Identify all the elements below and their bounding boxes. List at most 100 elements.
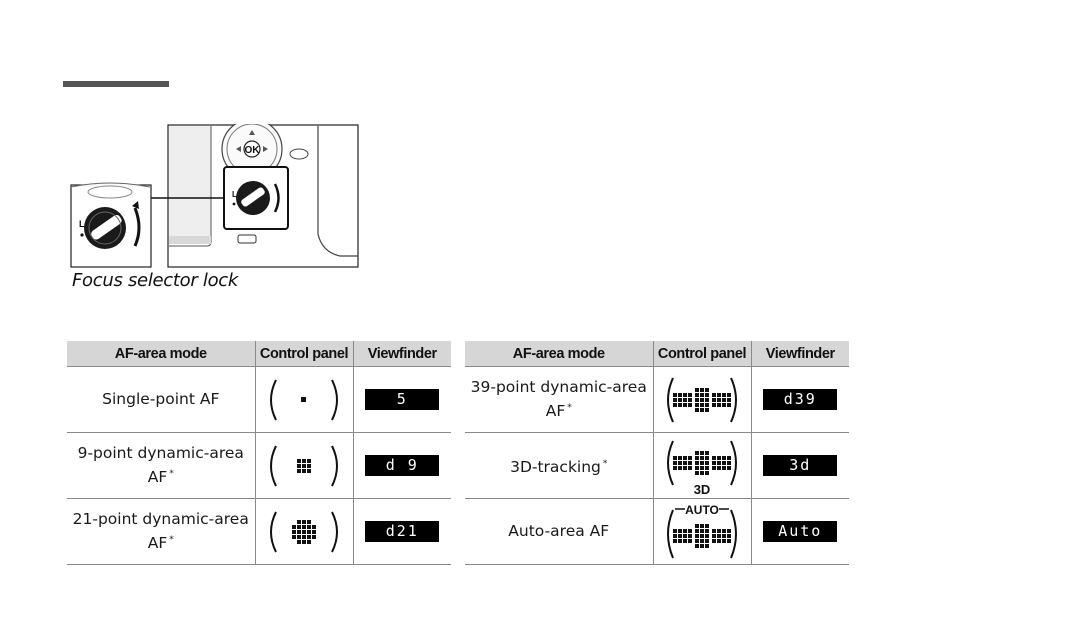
focus-point-dot	[307, 535, 311, 539]
focus-point-dot	[727, 539, 731, 543]
focus-point-dot	[307, 520, 311, 524]
focus-point-dot	[712, 461, 716, 465]
viewfinder-display: 5	[353, 367, 451, 433]
focus-point-dot	[678, 393, 682, 397]
focus-point-dot	[727, 393, 731, 397]
focus-point-dot	[717, 456, 721, 460]
focus-point-dot	[695, 456, 699, 460]
focus-point-dot	[705, 544, 709, 548]
viewfinder-readout: Auto	[763, 521, 837, 542]
focus-point-dot	[700, 451, 704, 455]
control-panel-display	[255, 367, 353, 433]
single-point-af-icon	[264, 376, 344, 424]
control-panel-display: 3D	[653, 433, 751, 499]
focus-point-dot	[700, 456, 704, 460]
viewfinder-readout: d21	[365, 521, 439, 542]
focus-point-dot	[297, 464, 301, 468]
table-row: Single-point AF 5	[67, 367, 451, 433]
focus-point-dot	[678, 461, 682, 465]
focus-point-dot	[727, 461, 731, 465]
mode-name: 39-point dynamic-area AF*	[465, 367, 653, 433]
focus-point-dot	[297, 469, 301, 473]
footnote-mark: *	[169, 535, 174, 545]
focus-point-dot	[688, 403, 692, 407]
focus-point-dot	[688, 529, 692, 533]
focus-point-dot	[695, 544, 699, 548]
focus-point-dot	[688, 534, 692, 538]
focus-point-dot	[673, 456, 677, 460]
focus-point-dot	[683, 393, 687, 397]
focus-point-dot	[695, 471, 699, 475]
focus-point-dot	[705, 529, 709, 533]
mode-name-line1: Auto-area AF	[508, 522, 609, 540]
mode-name-line1: 39-point dynamic-area	[471, 378, 647, 396]
focus-point-dot	[695, 539, 699, 543]
ok-button-label: OK	[245, 145, 261, 156]
focus-point-dot	[695, 529, 699, 533]
focus-point-dot	[673, 403, 677, 407]
focus-point-dot	[727, 456, 731, 460]
focus-point-dot	[722, 456, 726, 460]
control-panel-display: AUTO	[653, 499, 751, 565]
focus-point-dot	[712, 403, 716, 407]
focus-point-dot	[722, 534, 726, 538]
focus-point-dot	[705, 393, 709, 397]
focus-point-dot	[688, 466, 692, 470]
header-af-area-mode: AF-area mode	[465, 341, 653, 367]
focus-point-dot	[312, 535, 316, 539]
focus-point-dot	[307, 540, 311, 544]
focus-point-dot	[297, 459, 301, 463]
footnote-mark: *	[169, 469, 174, 479]
header-viewfinder: Viewfinder	[751, 341, 849, 367]
9-point-af-icon	[264, 442, 344, 490]
focus-point-dot	[695, 524, 699, 528]
focus-point-dot	[302, 459, 306, 463]
focus-point-dot	[700, 471, 704, 475]
focus-point-dot	[700, 388, 704, 392]
focus-point-dot	[695, 466, 699, 470]
header-control-panel: Control panel	[653, 341, 751, 367]
focus-point-dot	[312, 530, 316, 534]
control-panel-display	[653, 367, 751, 433]
control-panel-display	[255, 499, 353, 565]
focus-point-dot	[700, 544, 704, 548]
footnote-mark: *	[603, 459, 608, 469]
focus-point-dot	[678, 466, 682, 470]
focus-point-dot	[688, 461, 692, 465]
af-area-mode-table-right: AF-area mode Control panel Viewfinder 39…	[465, 341, 849, 565]
focus-point-dot	[695, 398, 699, 402]
viewfinder-readout: 5	[365, 389, 439, 410]
focus-point-dot	[683, 398, 687, 402]
focus-point-dot	[688, 393, 692, 397]
focus-point-dot	[712, 539, 716, 543]
table-row: 39-point dynamic-area AF* d39	[465, 367, 849, 433]
focus-point-dot	[712, 393, 716, 397]
focus-point-dot	[705, 403, 709, 407]
focus-point-dot	[302, 520, 306, 524]
focus-point-dot	[705, 388, 709, 392]
auto-area-af-icon: AUTO	[661, 502, 743, 562]
focus-point-dot	[705, 461, 709, 465]
viewfinder-readout: d 9	[365, 455, 439, 476]
viewfinder-display: Auto	[751, 499, 849, 565]
camera-back-illustration: OK L L	[70, 124, 362, 270]
focus-point-dot	[678, 539, 682, 543]
viewfinder-display: 3d	[751, 433, 849, 499]
3d-label: 3D	[694, 482, 711, 495]
focus-point-dot	[695, 388, 699, 392]
focus-point-dot	[673, 461, 677, 465]
focus-point-dot	[717, 461, 721, 465]
focus-point-dot	[678, 398, 682, 402]
control-panel-display	[255, 433, 353, 499]
focus-point-dot	[700, 408, 704, 412]
focus-point-dot	[312, 525, 316, 529]
focus-point-dot	[717, 398, 721, 402]
mode-name: Single-point AF	[67, 367, 255, 433]
mode-name-line2: AF	[148, 468, 168, 486]
focus-point-dot	[717, 393, 721, 397]
table-row: 3D-tracking* 3D 3d	[465, 433, 849, 499]
focus-point-dot	[292, 535, 296, 539]
focus-point-dot	[302, 469, 306, 473]
focus-point-dot	[683, 456, 687, 460]
focus-point-dot	[722, 393, 726, 397]
